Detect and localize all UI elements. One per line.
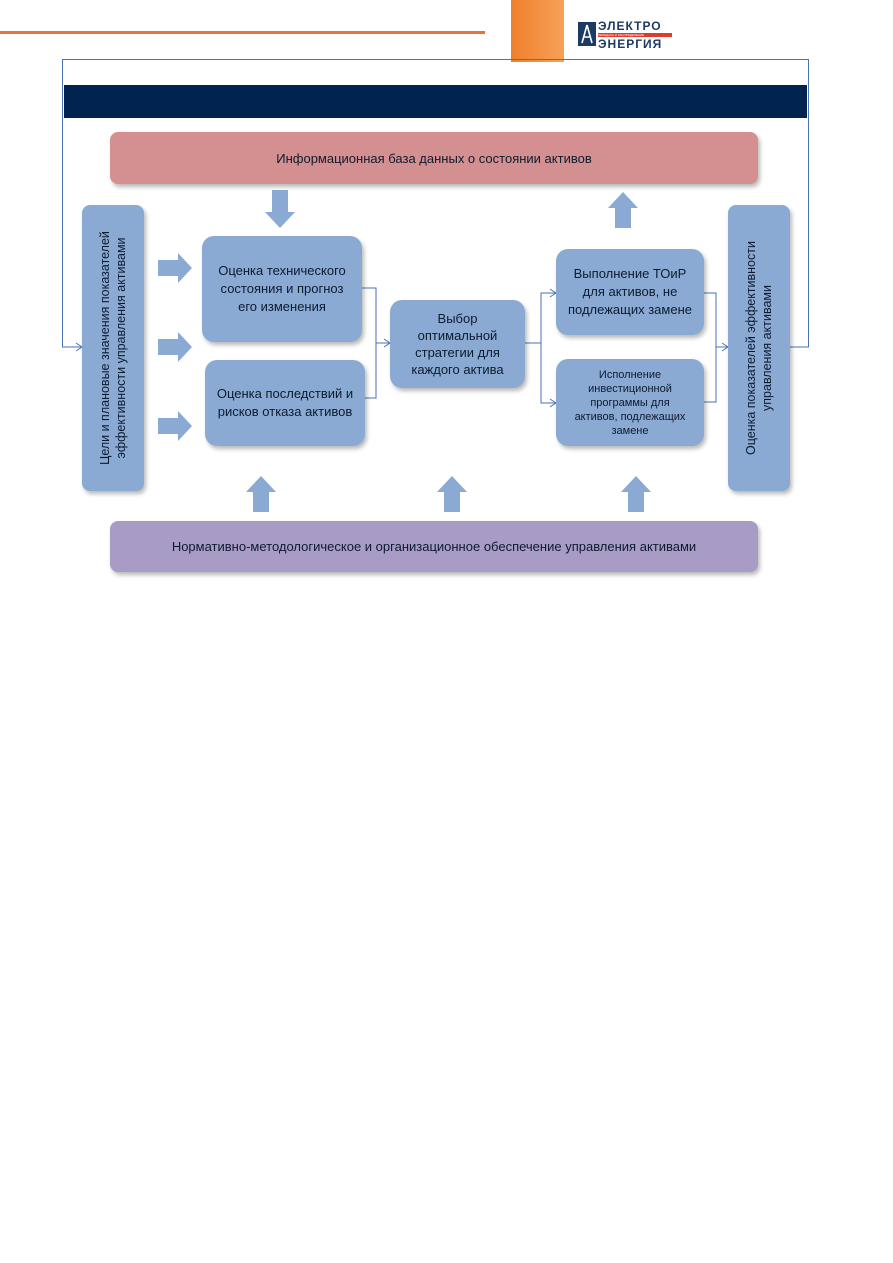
header-accent-block	[511, 0, 564, 62]
investment-program-line: активов, подлежащих	[574, 410, 686, 423]
investment-program-line: Исполнение	[598, 368, 662, 381]
targets-label-line2: эффективности управления активами	[114, 237, 129, 459]
normative-support-label: Нормативно-методологическое и организаци…	[171, 539, 697, 554]
bracket-outcomes	[704, 292, 717, 403]
company-logo: ЭЛЕКТРО ПЕРЕДАЧА И РАСПРЕДЕЛЕНИЕ ЭНЕРГИЯ	[578, 20, 678, 50]
investment-program-line: инвестиционной	[588, 382, 672, 395]
title-band	[64, 85, 807, 118]
asset-database-label: Информационная база данных о состоянии а…	[276, 150, 592, 166]
maintenance-line: подлежащих замене	[567, 302, 692, 317]
investment-program-label: Исполнение инвестиционной программы для …	[575, 368, 686, 438]
targets-label-line1: Цели и плановые значения показателей	[98, 231, 113, 465]
arrow-up-1	[246, 476, 276, 512]
arrow-up-to-db	[608, 192, 638, 228]
investment-program-line: замене	[611, 424, 649, 437]
block-arrows	[158, 190, 651, 512]
strategy-selection-line: стратегии для	[415, 345, 500, 360]
arrow-up-3	[621, 476, 651, 512]
strategy-selection-line: оптимальной	[417, 328, 498, 343]
maintenance-line: Выполнение ТОиР	[573, 266, 687, 281]
failure-consequences-line: рисков отказа активов	[217, 404, 353, 419]
arrow-right-2	[158, 332, 192, 362]
arrow-right-1	[158, 253, 192, 283]
normative-support-box: Нормативно-методологическое и организаци…	[110, 521, 758, 572]
investment-program-line: программы для	[590, 396, 670, 409]
targets-label: Цели и плановые значения показателей эфф…	[97, 231, 129, 465]
arrow-down-from-db	[265, 190, 295, 228]
strategy-selection-line: Выбор	[437, 311, 478, 326]
strategy-selection-label: Выбор оптимальной стратегии для каждого …	[411, 310, 503, 378]
logo-emblem-icon	[578, 22, 596, 46]
maintenance-box: Выполнение ТОиР для активов, не подлежащ…	[556, 249, 704, 335]
bracket-right	[540, 292, 556, 404]
logo-text-top: ЭЛЕКТРО	[598, 19, 662, 33]
efficiency-evaluation-label: Оценка показателей эффективности управле…	[743, 241, 775, 455]
failure-consequences-box: Оценка последствий и рисков отказа актив…	[205, 360, 365, 446]
logo-stripe: ПЕРЕДАЧА И РАСПРЕДЕЛЕНИЕ	[598, 33, 672, 37]
arrow-up-2	[437, 476, 467, 512]
arrow-right-3	[158, 411, 192, 441]
technical-state-line: его изменения	[238, 299, 326, 314]
efficiency-evaluation-box: Оценка показателей эффективности управле…	[728, 205, 790, 491]
maintenance-line: для активов, не	[582, 284, 678, 299]
logo-text-bottom: ЭНЕРГИЯ	[598, 37, 663, 51]
maintenance-label: Выполнение ТОиР для активов, не подлежащ…	[568, 265, 692, 319]
feedback-frame-line	[62, 59, 809, 347]
technical-state-label: Оценка технического состояния и прогноз …	[218, 262, 346, 316]
failure-consequences-label: Оценка последствий и рисков отказа актив…	[217, 385, 353, 421]
header-accent-line	[0, 31, 485, 34]
technical-state-line: состояния и прогноз	[220, 281, 344, 296]
strategy-selection-line: каждого актива	[411, 362, 504, 377]
failure-consequences-line: Оценка последствий и	[216, 386, 354, 401]
asset-database-box: Информационная база данных о состоянии а…	[110, 132, 758, 184]
targets-box: Цели и плановые значения показателей эфф…	[82, 205, 144, 491]
efficiency-evaluation-line1: Оценка показателей эффективности	[744, 241, 759, 455]
technical-state-box: Оценка технического состояния и прогноз …	[202, 236, 362, 342]
technical-state-line: Оценка технического	[218, 263, 346, 278]
strategy-selection-box: Выбор оптимальной стратегии для каждого …	[390, 300, 525, 388]
efficiency-evaluation-line2: управления активами	[760, 285, 775, 411]
investment-program-box: Исполнение инвестиционной программы для …	[556, 359, 704, 446]
